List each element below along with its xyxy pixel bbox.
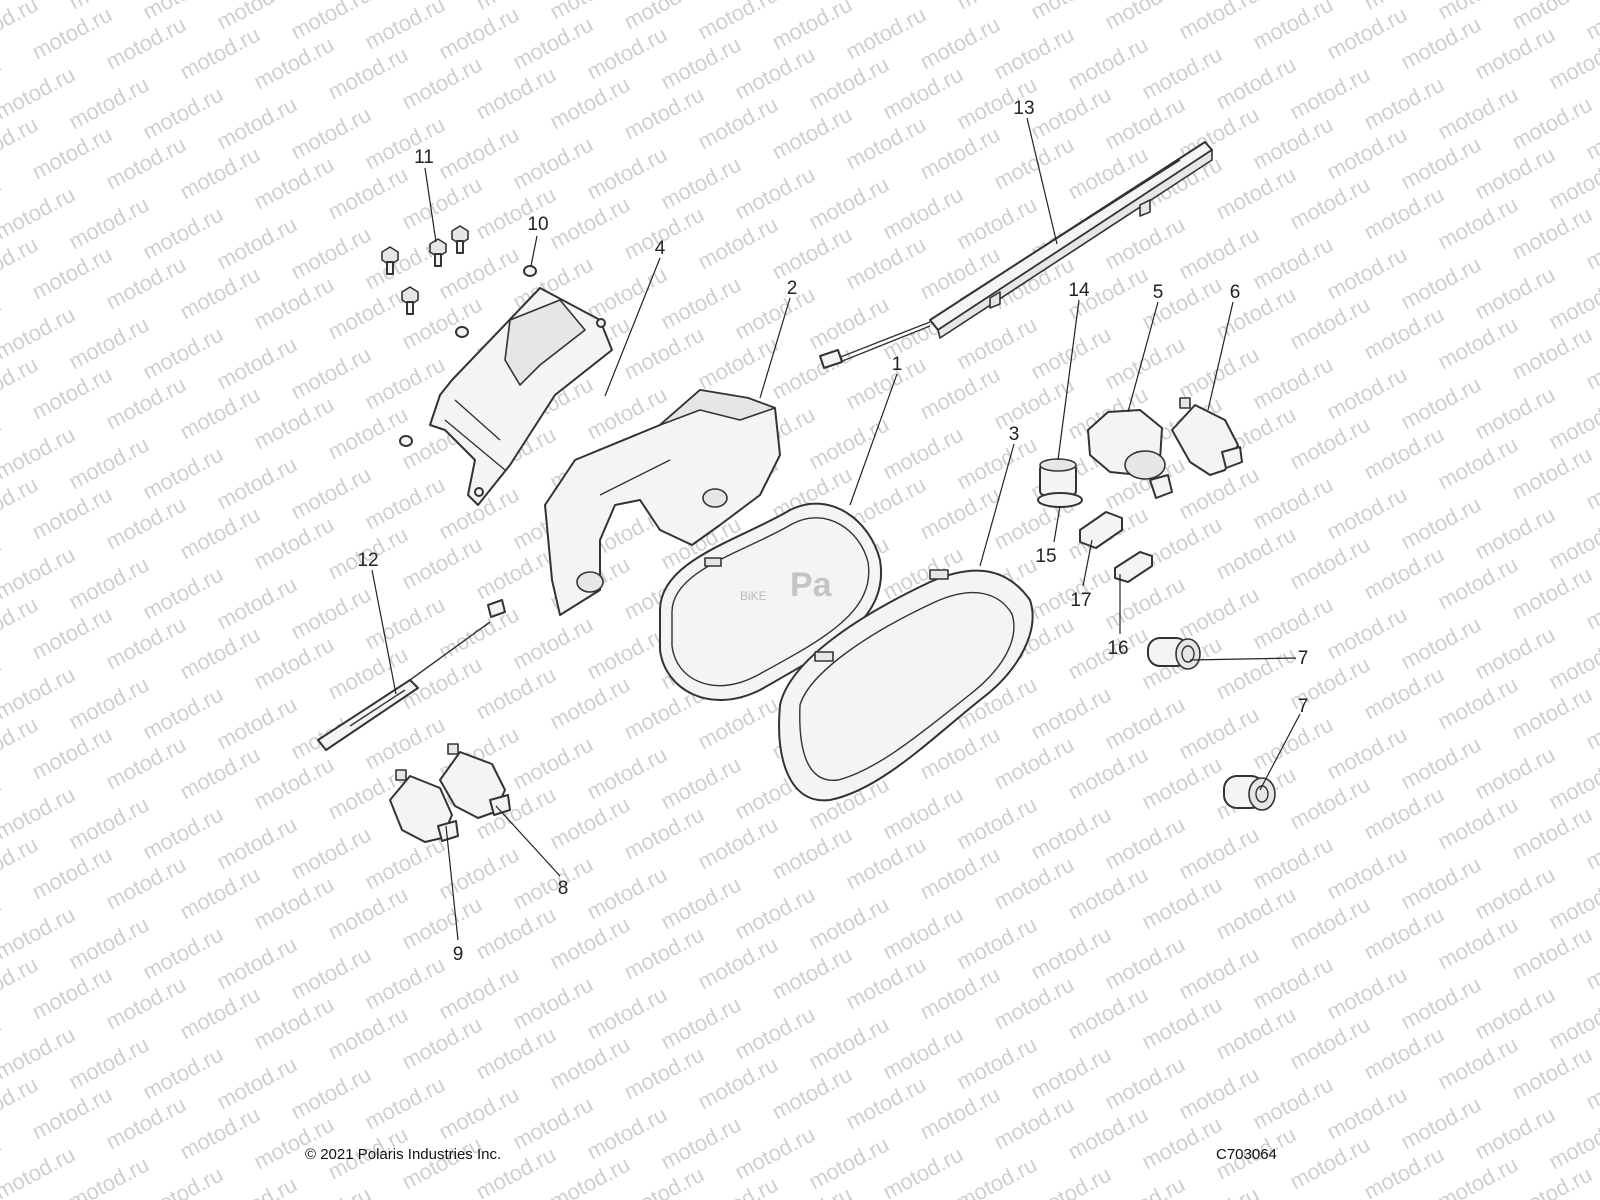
part-11-bolts (381, 225, 469, 315)
part-17-pad (1079, 511, 1123, 549)
watermark-text: motod.ru (1582, 0, 1600, 44)
callout-labels: 1 2 3 4 5 6 7 7 8 9 10 11 12 13 14 15 16… (357, 98, 1308, 965)
callout-7a: 7 (1298, 648, 1309, 669)
part-16-pad (1114, 551, 1153, 583)
callout-5: 5 (1153, 282, 1164, 303)
part-6-switch (1171, 397, 1243, 476)
part-9-switch (389, 769, 459, 843)
callout-17: 17 (1070, 590, 1091, 611)
watermark-text: motod.ru (213, 1172, 301, 1200)
part-5-ignition-switch (1087, 409, 1173, 499)
part-13-wiring-strip (819, 141, 1213, 369)
part-7-socket-upper (1147, 637, 1201, 670)
watermark-text: motod.ru (879, 0, 967, 4)
callout-2: 2 (787, 278, 798, 299)
watermark-text: motod.ru (139, 1162, 227, 1200)
watermark-text: motod.ru (1434, 1152, 1522, 1200)
callout-4: 4 (655, 238, 666, 259)
watermark-text: motod.ru (213, 0, 301, 34)
callout-3: 3 (1009, 424, 1020, 445)
part-12-wiring-strip (317, 599, 506, 751)
part-2-housing-rear (544, 389, 781, 616)
watermark-text: motod.ru (1027, 1162, 1115, 1200)
callout-15: 15 (1035, 546, 1056, 567)
leader-lines (371, 117, 1301, 941)
part-10-screws (399, 265, 537, 447)
watermark-text: motod.ru (287, 0, 375, 44)
drawing-number: C703064 (1216, 1146, 1277, 1163)
callout-9: 9 (453, 944, 464, 965)
callout-10: 10 (527, 214, 548, 235)
watermark-text: motod.ru (65, 1152, 153, 1200)
watermark-text: motod.ru (1508, 0, 1596, 34)
bike-logo-subtext: BiKE (740, 589, 767, 603)
watermark-text: motod.ru (1175, 1182, 1263, 1200)
callout-7b: 7 (1298, 696, 1309, 717)
bike-logo-text: Pa (790, 566, 833, 604)
part-8-switch (439, 743, 511, 819)
callout-12: 12 (357, 550, 378, 571)
callout-8: 8 (558, 878, 569, 899)
part-3-bezel (778, 569, 1034, 802)
watermark-text: motod.ru (1175, 0, 1263, 44)
watermark-text: motod.ru (620, 0, 708, 34)
callout-14: 14 (1068, 280, 1090, 301)
watermark-text: motod.ru (546, 1152, 634, 1200)
watermark-text: motod.ru (1101, 0, 1189, 34)
watermark-text: motod.ru (1101, 1172, 1189, 1200)
copyright-text: © 2021 Polaris Industries Inc. (305, 1146, 502, 1163)
callout-13: 13 (1013, 98, 1034, 119)
callout-1: 1 (892, 354, 903, 375)
part-7-socket-lower (1223, 775, 1276, 811)
callout-6: 6 (1230, 282, 1241, 303)
watermark-text: motod.ru (953, 1152, 1041, 1200)
watermark-text: motod.ru (694, 0, 782, 44)
callout-11: 11 (414, 147, 434, 168)
callout-16: 16 (1107, 638, 1128, 659)
part-14-socket (1037, 458, 1083, 508)
part-4-bracket (429, 287, 613, 506)
watermark-text: motod.ru (287, 1182, 375, 1200)
